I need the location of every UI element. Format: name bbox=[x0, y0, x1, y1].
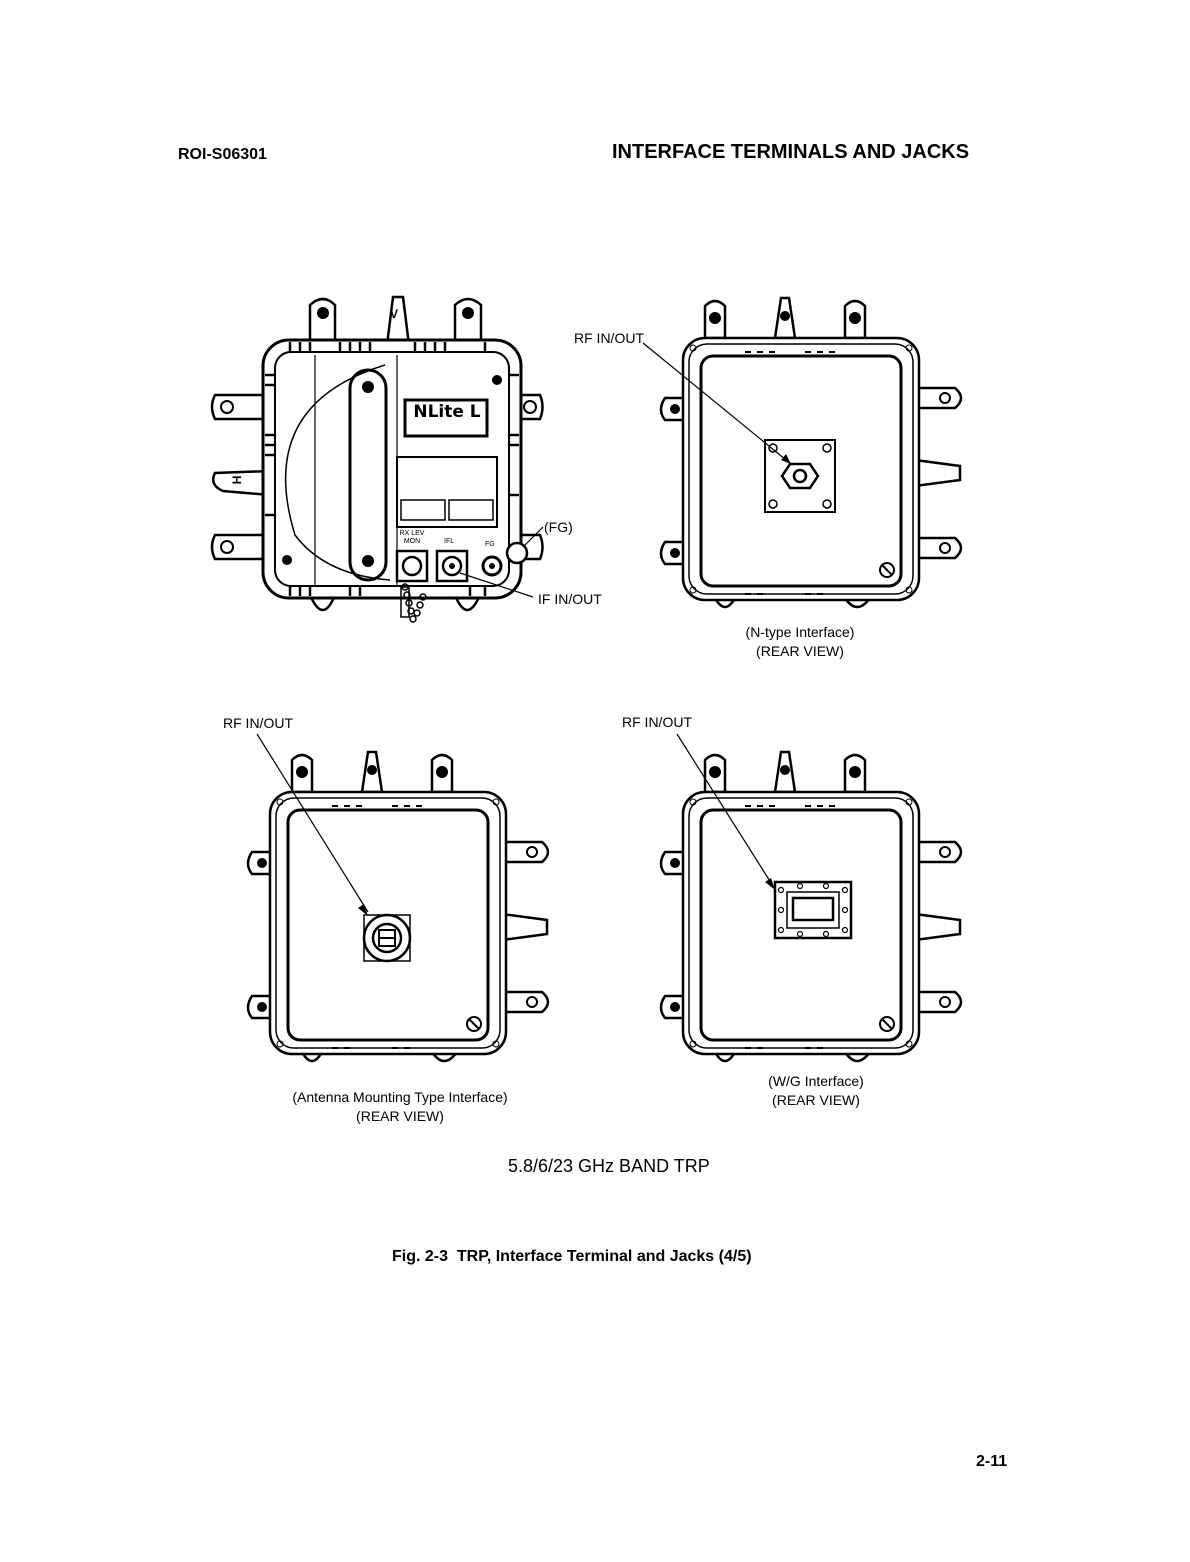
ntype-view-housing bbox=[643, 298, 961, 607]
wg-caption-line1: (W/G Interface) bbox=[716, 1073, 916, 1089]
rf-in-out-callout-antenna: RF IN/OUT bbox=[223, 715, 293, 731]
page-number: 2-11 bbox=[976, 1453, 1007, 1471]
antenna-caption-line2: (REAR VIEW) bbox=[270, 1108, 530, 1124]
antenna-caption: (Antenna Mounting Type Interface) (REAR … bbox=[270, 1089, 530, 1124]
fg-callout: (FG) bbox=[544, 519, 573, 535]
fg-port-label: FG bbox=[485, 541, 495, 548]
front-view-housing bbox=[212, 297, 543, 622]
ntype-caption-line2: (REAR VIEW) bbox=[700, 643, 900, 659]
ntype-caption-line1: (N-type Interface) bbox=[700, 624, 900, 640]
rf-in-out-callout-ntype: RF IN/OUT bbox=[574, 330, 644, 346]
ntype-caption: (N-type Interface) (REAR VIEW) bbox=[700, 624, 900, 659]
antenna-view-housing bbox=[248, 734, 548, 1061]
if-in-out-callout: IF IN/OUT bbox=[538, 591, 602, 607]
figure-caption: Fig. 2-3 TRP, Interface Terminal and Jac… bbox=[392, 1248, 752, 1266]
ifl-label: IFL bbox=[444, 538, 454, 545]
brand-plate: NLite L bbox=[409, 402, 485, 422]
h-mark: H bbox=[229, 476, 243, 485]
antenna-caption-line1: (Antenna Mounting Type Interface) bbox=[270, 1089, 530, 1105]
wg-caption-line2: (REAR VIEW) bbox=[716, 1092, 916, 1108]
rf-in-out-callout-wg: RF IN/OUT bbox=[622, 714, 692, 730]
wg-view-housing bbox=[661, 734, 961, 1061]
rx-lev-mon-label: RX LEV MON bbox=[394, 530, 430, 546]
wg-caption: (W/G Interface) (REAR VIEW) bbox=[716, 1073, 916, 1108]
v-mark: V bbox=[390, 307, 398, 321]
band-title: 5.8/6/23 GHz BAND TRP bbox=[508, 1156, 710, 1177]
